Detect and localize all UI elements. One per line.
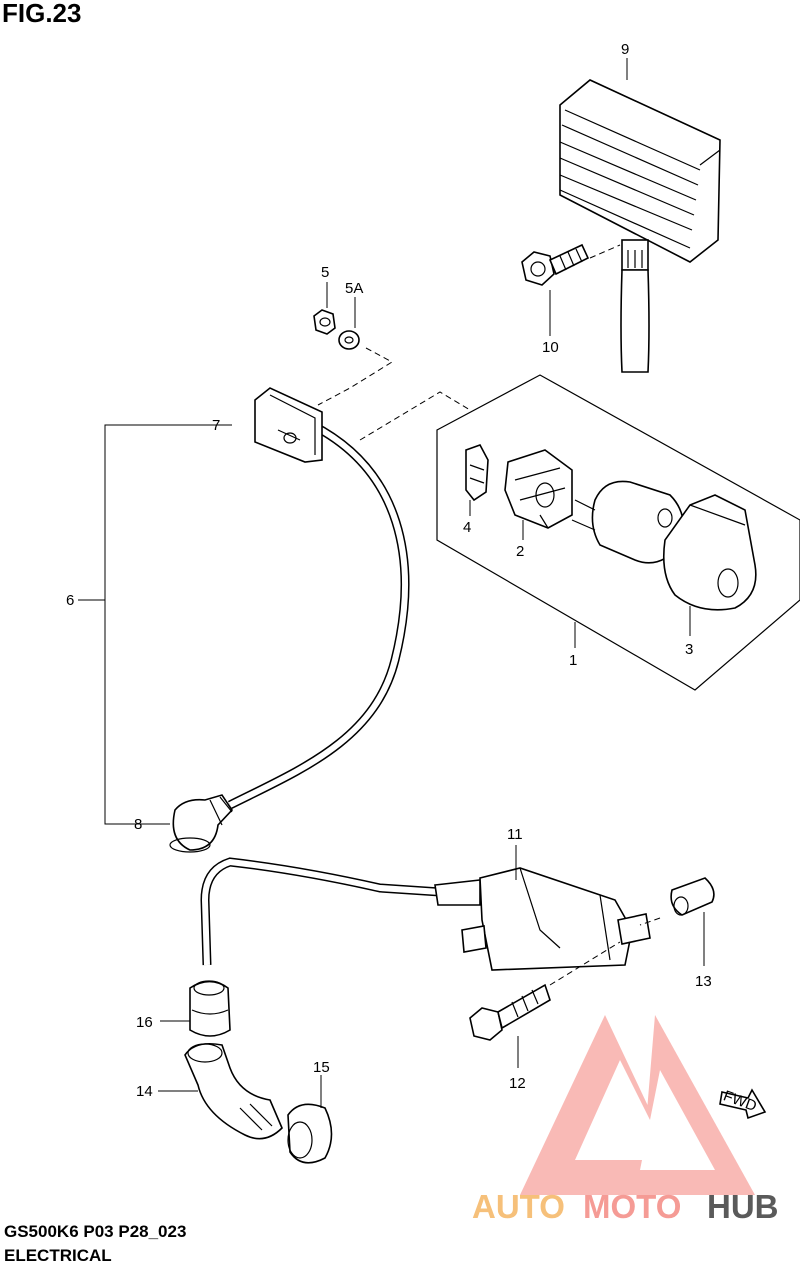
watermark-hub: HUB [707, 1188, 779, 1225]
callout-9: 9 [621, 41, 629, 58]
ignition-coil [200, 857, 651, 971]
spacer-13 [670, 877, 715, 916]
callout-2: 2 [516, 543, 524, 560]
callout-13: 13 [695, 973, 712, 990]
callout-6: 6 [66, 592, 74, 609]
callout-5a: 5A [345, 280, 363, 297]
callout-16: 16 [136, 1014, 153, 1031]
watermark-auto: AUTO [472, 1188, 565, 1225]
callout-14: 14 [136, 1083, 153, 1100]
grommet-16 [189, 980, 231, 1037]
bolt-12 [469, 983, 551, 1041]
fwd-arrow-icon [719, 1088, 767, 1120]
watermark-moto: MOTO [583, 1188, 681, 1225]
callout-5: 5 [321, 264, 329, 281]
nut-5 [313, 309, 336, 335]
bracket-4 [465, 444, 489, 502]
bolt-10 [521, 243, 590, 286]
callout-3: 3 [685, 641, 693, 658]
section-title: ELECTRICAL [4, 1246, 112, 1265]
battery-lead-wire [169, 387, 410, 853]
boot-15 [287, 1103, 333, 1164]
figure-title: FIG.23 [2, 0, 82, 28]
regulator-rectifier [559, 79, 721, 373]
callout-1: 1 [569, 652, 577, 669]
plug-cap-14 [184, 1042, 283, 1140]
ignition-assembly-box [436, 374, 800, 691]
callout-4: 4 [463, 519, 471, 536]
callout-15: 15 [313, 1059, 330, 1076]
callout-7: 7 [212, 417, 220, 434]
washer-5a [338, 330, 360, 350]
switch-cover-3 [662, 494, 757, 611]
callout-11: 11 [507, 826, 523, 843]
callout-10: 10 [542, 339, 559, 356]
watermark-logo [520, 1015, 755, 1195]
switch-body-2 [504, 449, 573, 529]
callout-12: 12 [509, 1075, 526, 1092]
model-code: GS500K6 P03 P28_023 [4, 1222, 187, 1241]
callout-8: 8 [134, 816, 142, 833]
